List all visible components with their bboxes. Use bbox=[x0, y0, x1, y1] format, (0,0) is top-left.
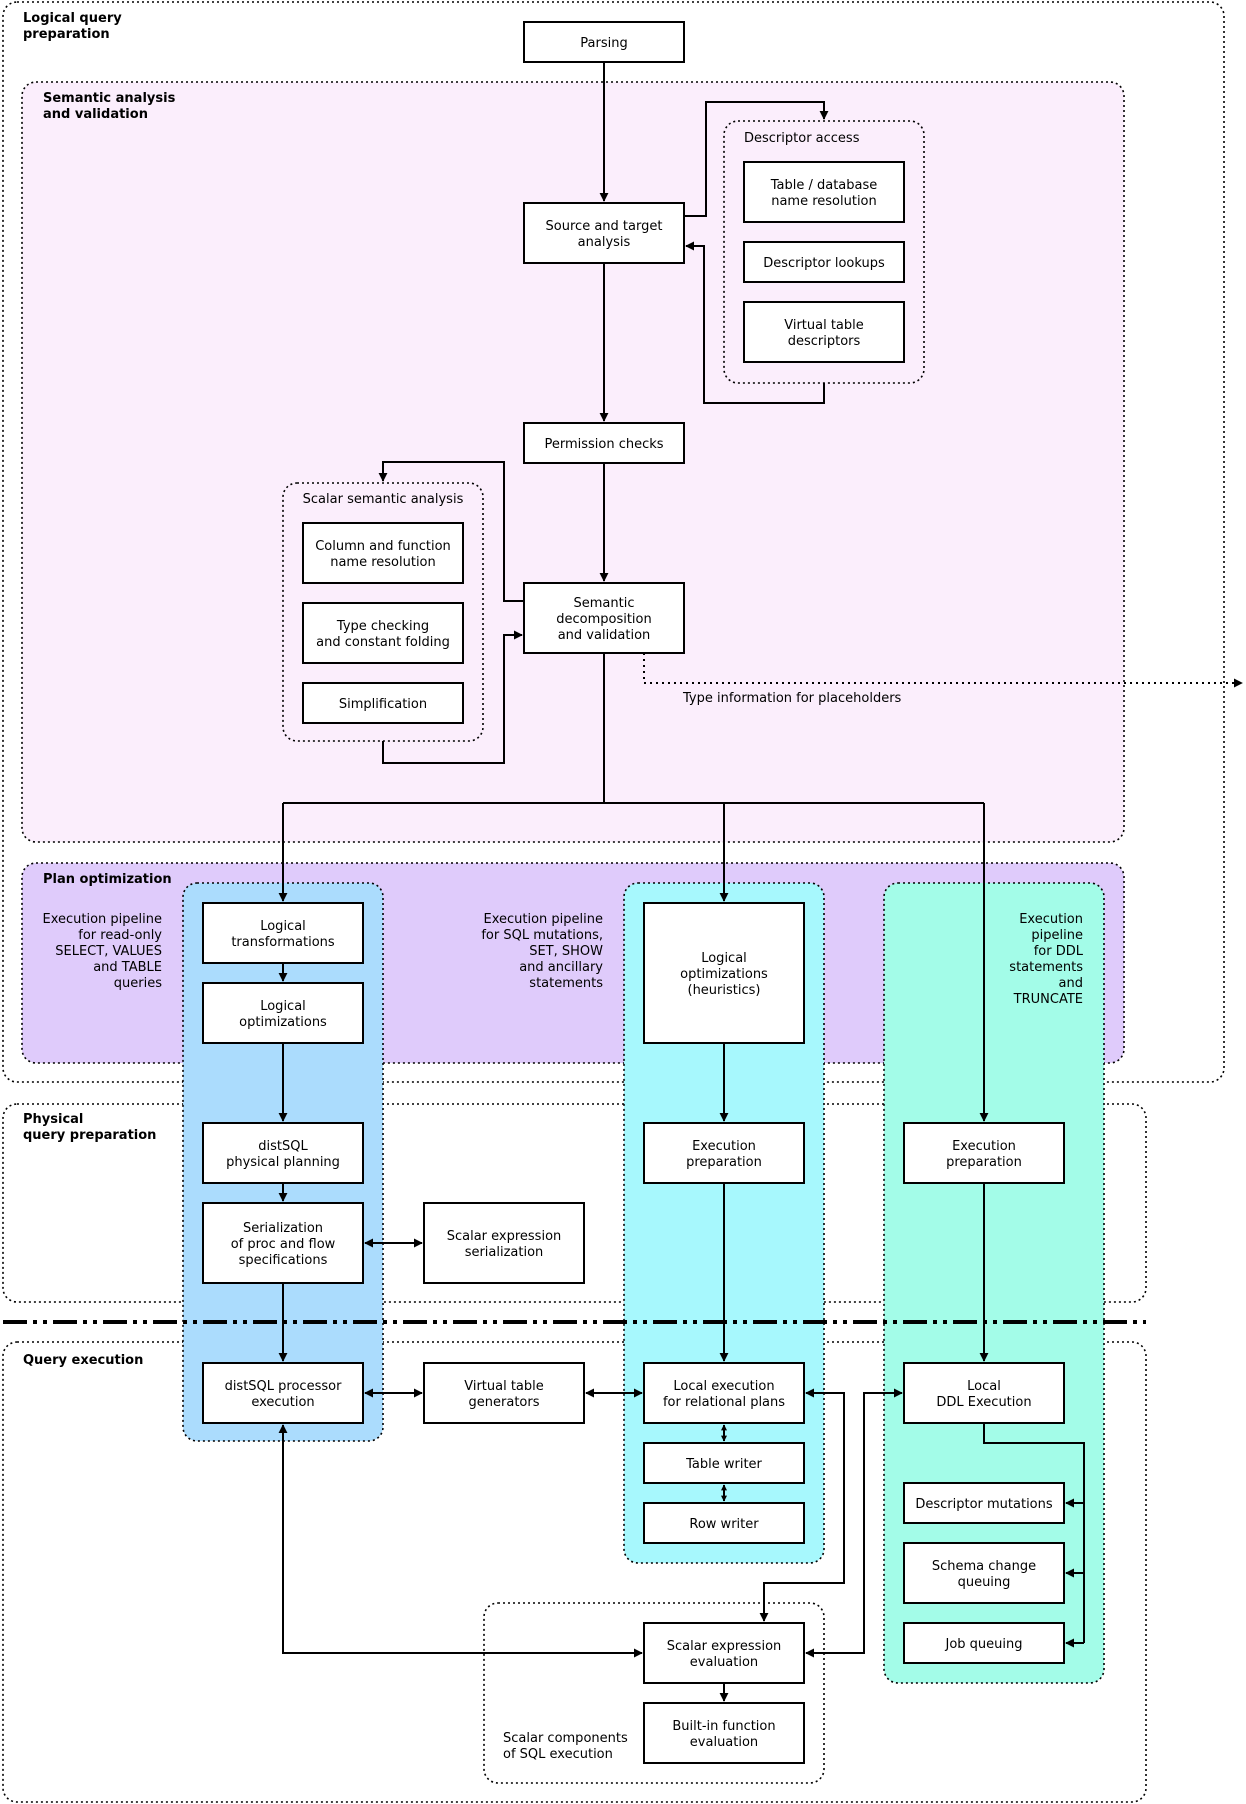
region-physical bbox=[2, 1103, 1147, 1303]
edge-ddl-local-scalar-eval bbox=[805, 1388, 903, 1658]
node-label-simplification: Simplification bbox=[339, 697, 427, 712]
edge-processor-scalar-eval bbox=[278, 1424, 643, 1658]
node-parsing: Parsing bbox=[523, 21, 685, 63]
region-scalar-components bbox=[483, 1602, 825, 1784]
node-label-job-queuing: Job queuing bbox=[944, 1637, 1022, 1652]
node-row-writer: Row writer bbox=[643, 1502, 805, 1544]
region-label-descriptor: Descriptor access bbox=[744, 131, 860, 146]
node-descriptor-mutations: Descriptor mutations bbox=[903, 1482, 1065, 1524]
node-table-writer: Table writer bbox=[643, 1442, 805, 1484]
edge-placeholder-types bbox=[643, 653, 1243, 688]
placeholders-edge-label: Type information for placeholders bbox=[682, 691, 902, 706]
node-permission-checks: Permission checks bbox=[523, 422, 685, 464]
node-label-row-writer: Row writer bbox=[689, 1517, 759, 1532]
region-label-scalar-semantic: Scalar semantic analysis bbox=[303, 492, 464, 507]
node-label-permission-checks: Permission checks bbox=[544, 437, 663, 452]
node-label-descriptor-mutations: Descriptor mutations bbox=[915, 1497, 1053, 1512]
edge-source-to-descriptor-access bbox=[684, 101, 829, 217]
edge-decomp-to-scalar-semantic bbox=[378, 461, 524, 602]
node-job-queuing: Job queuing bbox=[903, 1622, 1065, 1664]
edge-scalar-semantic-return bbox=[382, 630, 523, 764]
edge-ddl-local-bus bbox=[983, 1423, 1085, 1643]
node-label-descriptor-lookups: Descriptor lookups bbox=[763, 256, 885, 271]
node-simplification: Simplification bbox=[302, 682, 464, 724]
node-label-parsing: Parsing bbox=[580, 36, 627, 51]
region-logical bbox=[2, 1, 1225, 1083]
edge-descriptor-access-return bbox=[685, 241, 825, 404]
node-label-table-writer: Table writer bbox=[685, 1457, 762, 1472]
region-label-plan: Plan optimization bbox=[43, 872, 172, 887]
node-descriptor-lookups: Descriptor lookups bbox=[743, 241, 905, 283]
region-label-execution: Query execution bbox=[23, 1353, 143, 1368]
edge-decomp-fanout bbox=[283, 653, 984, 804]
